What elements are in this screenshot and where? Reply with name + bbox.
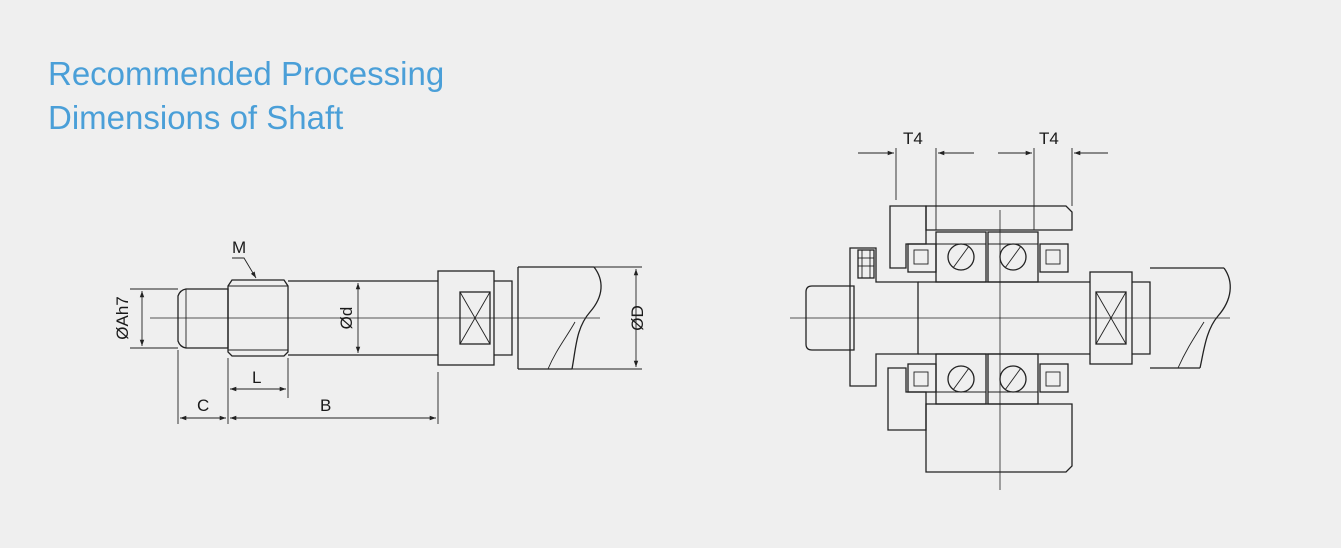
label-T4-right: T4 <box>1039 129 1059 148</box>
bearing-lower <box>935 353 1039 405</box>
label-A: ØAh7 <box>113 296 132 339</box>
set-screw <box>857 249 875 279</box>
assembly-shaft-journal <box>805 285 855 351</box>
label-d: Ød <box>337 307 356 330</box>
assembly-section-view: T4 T4 <box>790 129 1231 490</box>
end-cap-lower <box>887 367 927 431</box>
label-D: ØD <box>628 305 647 331</box>
shaft-journal <box>177 288 229 349</box>
label-T4-left: T4 <box>903 129 923 148</box>
seal-right <box>1039 243 1069 393</box>
assembly-wrench-flat <box>1095 291 1127 345</box>
title-line-1: Recommended Processing <box>48 55 445 92</box>
bearing-upper <box>935 231 1039 283</box>
shaft-shoulder-block <box>437 270 495 366</box>
label-B: B <box>320 396 331 415</box>
housing-upper <box>925 205 1073 231</box>
wrench-flat <box>459 291 491 345</box>
shaft-thread <box>227 279 289 357</box>
housing-lower <box>925 403 1073 473</box>
label-L: L <box>252 368 261 387</box>
shaft-view: ØAh7 Ød ØD M L C B <box>113 238 647 424</box>
end-cap-upper <box>889 205 927 269</box>
label-M: M <box>232 238 246 257</box>
shaft-body <box>288 280 438 356</box>
break-line <box>571 266 602 370</box>
page-title: Recommended Processing Dimensions of Sha… <box>48 52 444 140</box>
label-C: C <box>197 396 209 415</box>
title-line-2: Dimensions of Shaft <box>48 99 344 136</box>
assembly-shoulder-block <box>1089 271 1133 365</box>
seal-left <box>907 243 937 393</box>
